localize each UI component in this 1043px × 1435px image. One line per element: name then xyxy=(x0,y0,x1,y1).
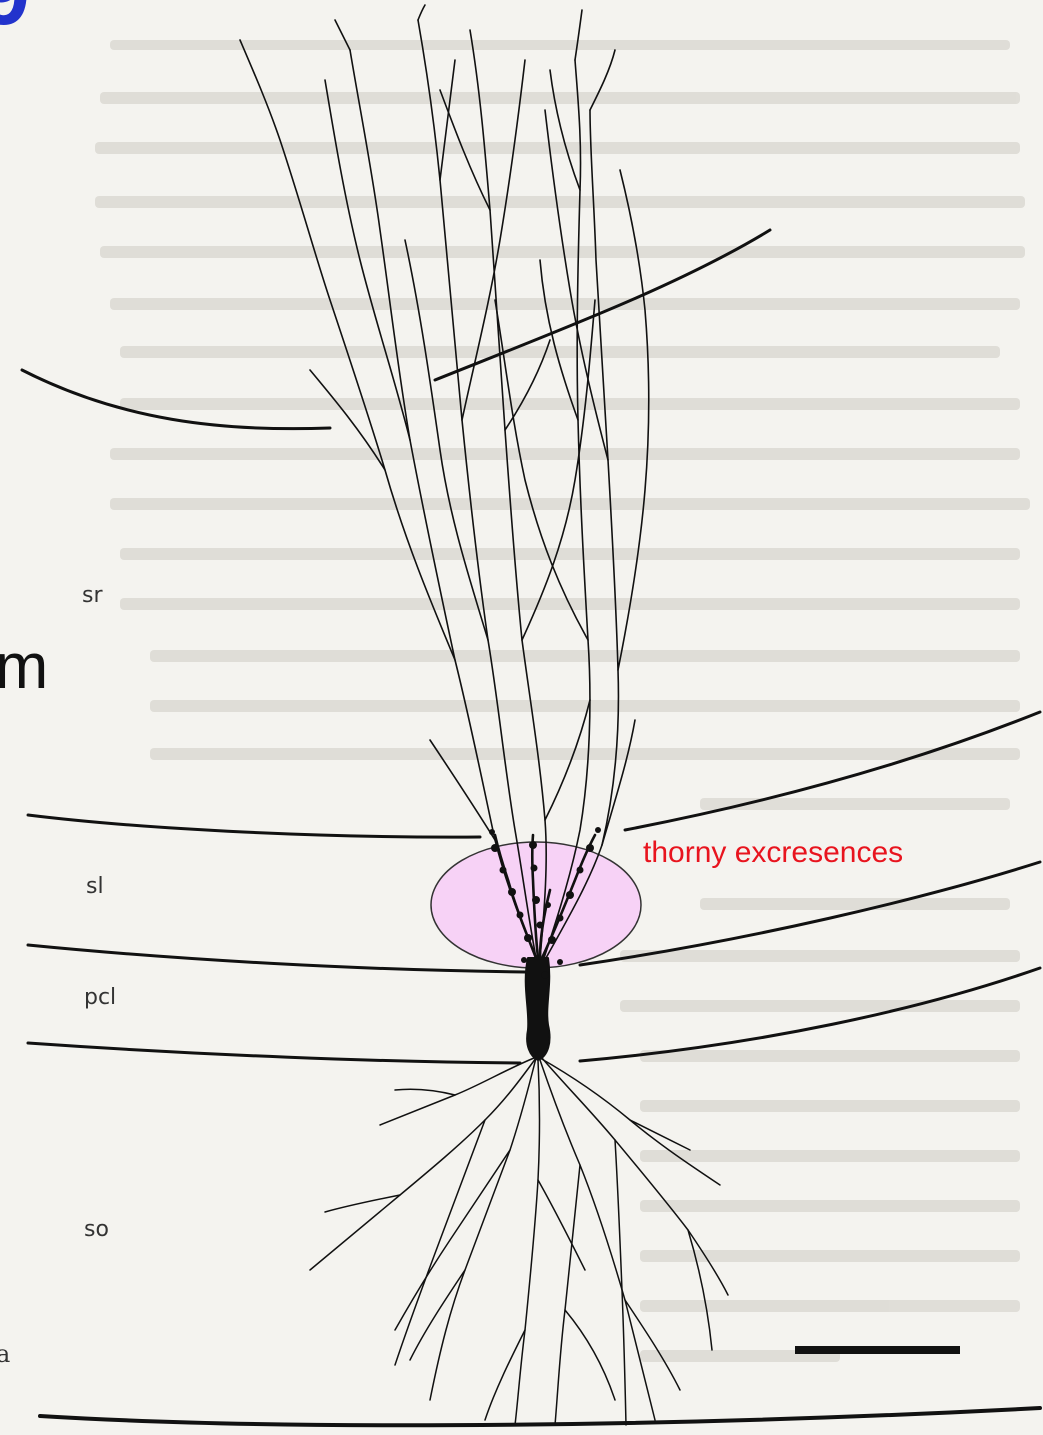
layer-label-so: so xyxy=(84,1217,109,1242)
boundary-lower-right xyxy=(580,968,1040,1061)
layer-label-sl: sl xyxy=(86,874,104,899)
boundary-upper-left xyxy=(28,815,480,837)
basal-dendrites xyxy=(310,1058,728,1425)
boundary-bottom xyxy=(40,1408,1040,1425)
boundary-mid-right xyxy=(580,862,1040,965)
layer-label-sr: sr xyxy=(82,583,103,608)
boundary-upper-right xyxy=(625,712,1040,830)
boundary-mid-left xyxy=(28,945,525,972)
slide-corner-glyph: 9 xyxy=(0,0,30,44)
thorny-excresences-label: thorny excresences xyxy=(643,836,903,869)
scale-bar xyxy=(795,1346,960,1354)
slide-left-fragment: m xyxy=(0,630,48,702)
slide-bottom-left-fragment: a xyxy=(0,1340,10,1368)
boundary-lower-left xyxy=(28,1043,520,1063)
layer-label-pcl: pcl xyxy=(84,985,116,1010)
